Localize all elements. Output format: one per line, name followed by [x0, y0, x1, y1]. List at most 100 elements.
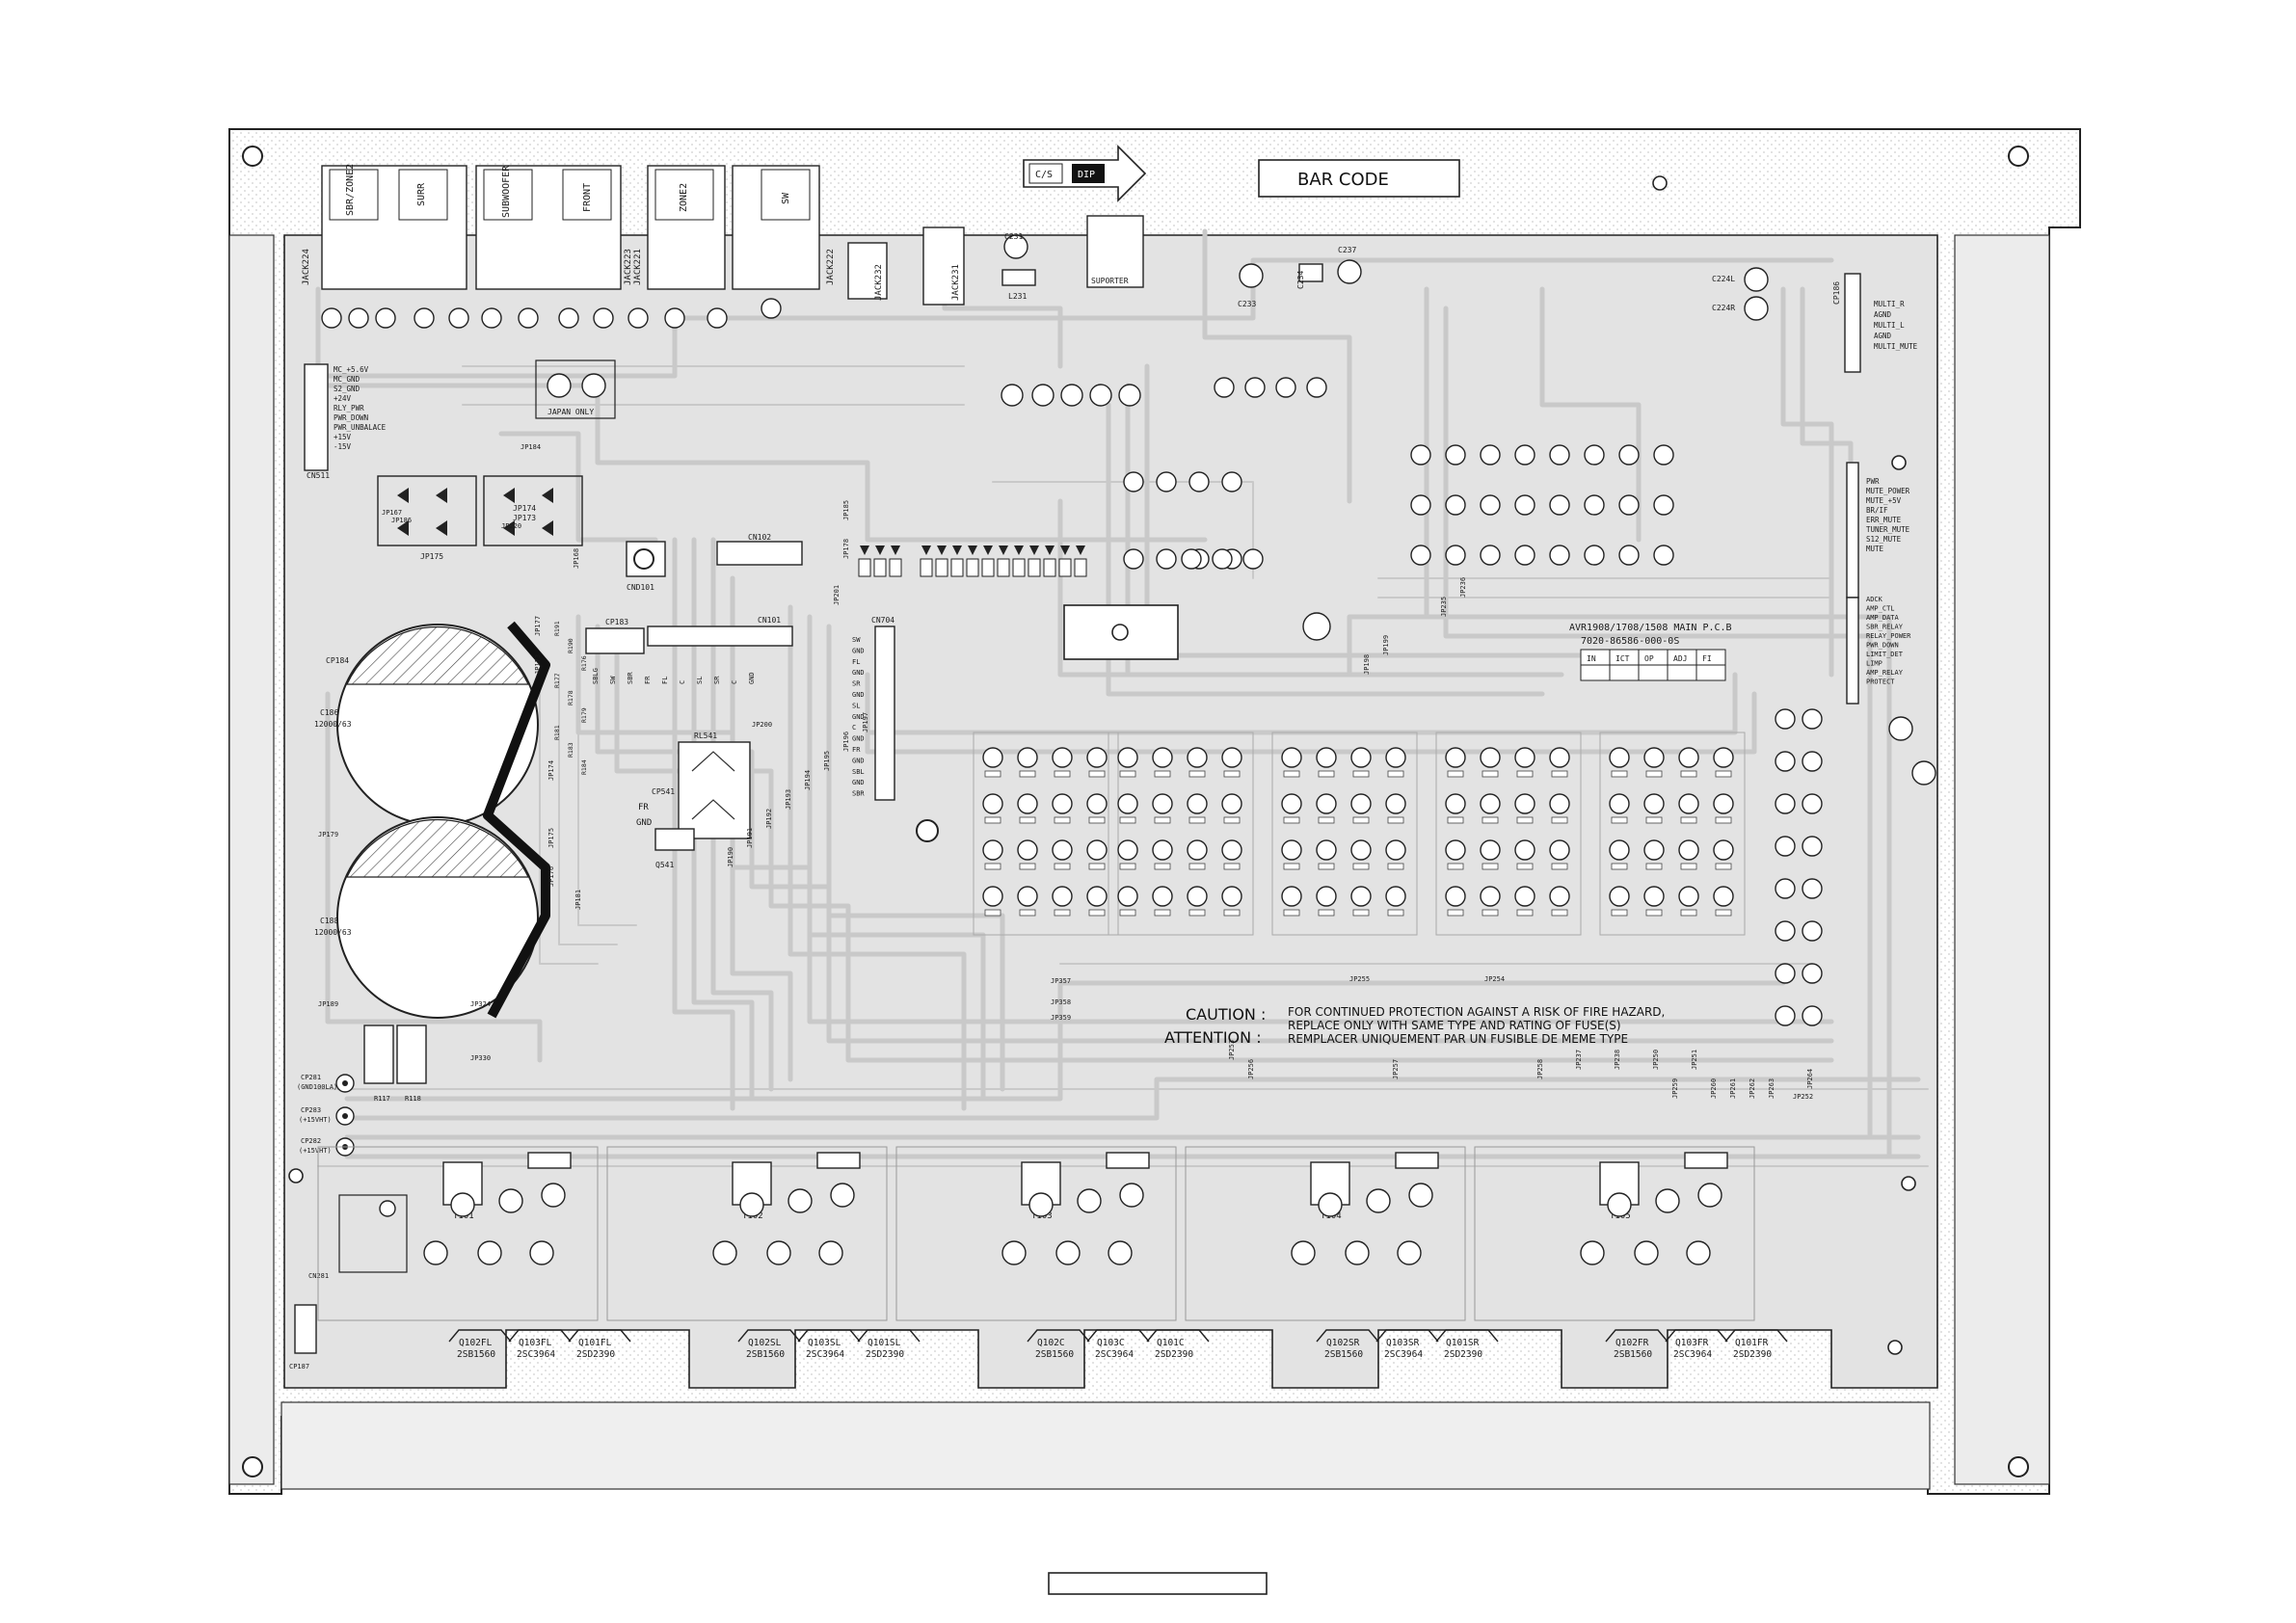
jumper-label: JP197 [862, 712, 869, 732]
transistor-icon [1385, 747, 1406, 768]
transistor-icon [1655, 1188, 1680, 1213]
resistor-body [1223, 909, 1241, 917]
mounting-hole-icon [288, 1168, 304, 1184]
connector-cp183: CP183 [585, 618, 645, 654]
diode-icon [860, 545, 869, 555]
resistor-body [1088, 863, 1106, 870]
transistor-icon [1713, 747, 1734, 768]
jumper-label: JP192 [765, 809, 773, 829]
transistor-icon [1802, 751, 1823, 772]
connector-pin-label: SW [852, 636, 861, 644]
connector-label: MUTE [1866, 545, 1884, 553]
resistor-body [1119, 816, 1136, 824]
transistor-icon [1117, 886, 1138, 907]
resistor-body [1352, 863, 1370, 870]
resistor-body [1645, 863, 1663, 870]
transistor-icon [1385, 793, 1406, 814]
jumper-label: JP194 [804, 770, 812, 790]
resistor-body [1352, 816, 1370, 824]
jumper-label: JP198 [1363, 654, 1371, 675]
resistor-body [1154, 909, 1171, 917]
diode-icon [891, 545, 900, 555]
jumper-label: JP173 [534, 654, 542, 675]
transistor-icon [1514, 839, 1535, 861]
connector-pin-label: SBR [627, 672, 634, 684]
jumper-label: JP236 [1459, 577, 1467, 598]
transistor-icon [1316, 793, 1337, 814]
resistor-body [1680, 770, 1697, 778]
resistor-label: R183 [567, 742, 574, 758]
transistor-icon [1152, 839, 1173, 861]
jumper-label: JP201 [833, 585, 841, 605]
jack-label: SUBWOOFER [501, 165, 512, 218]
transistor-icon [1514, 886, 1535, 907]
resistor-body [984, 863, 1001, 870]
diode-bridge-left: JP175 [377, 475, 477, 561]
jack-ref: JACK224 [302, 249, 311, 285]
transistor-part: 2SC3964 [517, 1349, 555, 1360]
resistor-body [1119, 863, 1136, 870]
connector-pin-label: SBL [852, 768, 865, 776]
transistor-icon [1514, 545, 1535, 566]
transistor-icon [1306, 377, 1327, 398]
jumper-label: JP168 [573, 548, 580, 569]
part-ref: C186 [320, 708, 338, 717]
transistor-icon [1221, 793, 1242, 814]
connector-label: RELAY_POWER [1866, 632, 1911, 640]
resistor-body [1611, 909, 1628, 917]
resistor-label: R178 [567, 690, 574, 705]
part-ref: CN704 [871, 616, 894, 625]
jumper-label: JP260 [1710, 1078, 1718, 1099]
jumper-label: JP258 [1536, 1059, 1544, 1079]
check-table-cell [1667, 664, 1697, 681]
transistor-icon [1350, 747, 1372, 768]
jumper-label: JP178 [842, 539, 850, 559]
transistor-icon [1643, 839, 1665, 861]
transistor-icon [1385, 839, 1406, 861]
top-middle-parts: JACK231 JACK232 C231 L231 SUPORTER C233 … [847, 215, 1861, 373]
jumper-label: JP181 [574, 890, 582, 910]
trimmer-icon [1599, 1161, 1640, 1206]
transistor-outline [1375, 1329, 1439, 1343]
transistor-icon [1052, 793, 1073, 814]
transistor-ref: Q102FL [459, 1338, 493, 1348]
transistor-icon [1318, 1192, 1343, 1217]
jack-block-jack224: SBR/ZONE2 SURR JACK224 [302, 164, 467, 290]
check-table-header: OP [1644, 654, 1654, 663]
transistor-icon [1697, 1183, 1722, 1208]
transistor-icon [1281, 793, 1302, 814]
transistor-icon [1187, 886, 1208, 907]
jumper-label: JP200 [752, 721, 772, 729]
attention-heading: ATTENTION : [1164, 1028, 1262, 1047]
transistor-icon [788, 1188, 813, 1213]
relay-label: GND [636, 818, 652, 828]
jumper-label: JP324 [470, 1000, 491, 1008]
fuse-icon [1684, 1152, 1728, 1169]
transistor-icon [1077, 1188, 1102, 1213]
resistor-body [1088, 770, 1106, 778]
connector-label: AGND [1874, 310, 1892, 319]
resistor-body [1516, 770, 1534, 778]
jack-block-jack222: SW JACK222 [732, 165, 836, 290]
power-group-area [1185, 1146, 1466, 1321]
connector-pin-label: FL [852, 658, 860, 666]
connector-label: S12_MUTE [1866, 535, 1902, 544]
amp-arrays [973, 377, 1936, 1026]
transistor-part: 2SB1560 [457, 1349, 495, 1360]
transistor-icon [1802, 920, 1823, 942]
diode-body [1012, 558, 1026, 577]
resistor-body [1188, 816, 1206, 824]
diode-body [935, 558, 948, 577]
part-ref: CP187 [289, 1363, 309, 1370]
part-ref: C224R [1712, 304, 1735, 312]
transistor-icon [1775, 920, 1796, 942]
power-label: PWR_UNBALACE [334, 423, 387, 432]
jack-label: ZONE2 [679, 183, 689, 212]
transistor-icon [982, 886, 1003, 907]
resistor-body [984, 816, 1001, 824]
resistor-body [1188, 770, 1206, 778]
part-ref: CN511 [307, 471, 330, 480]
right-labels: PWRMUTE_POWERMUTE_+5VBR/IFERR_MUTETUNER_… [1866, 477, 1910, 553]
